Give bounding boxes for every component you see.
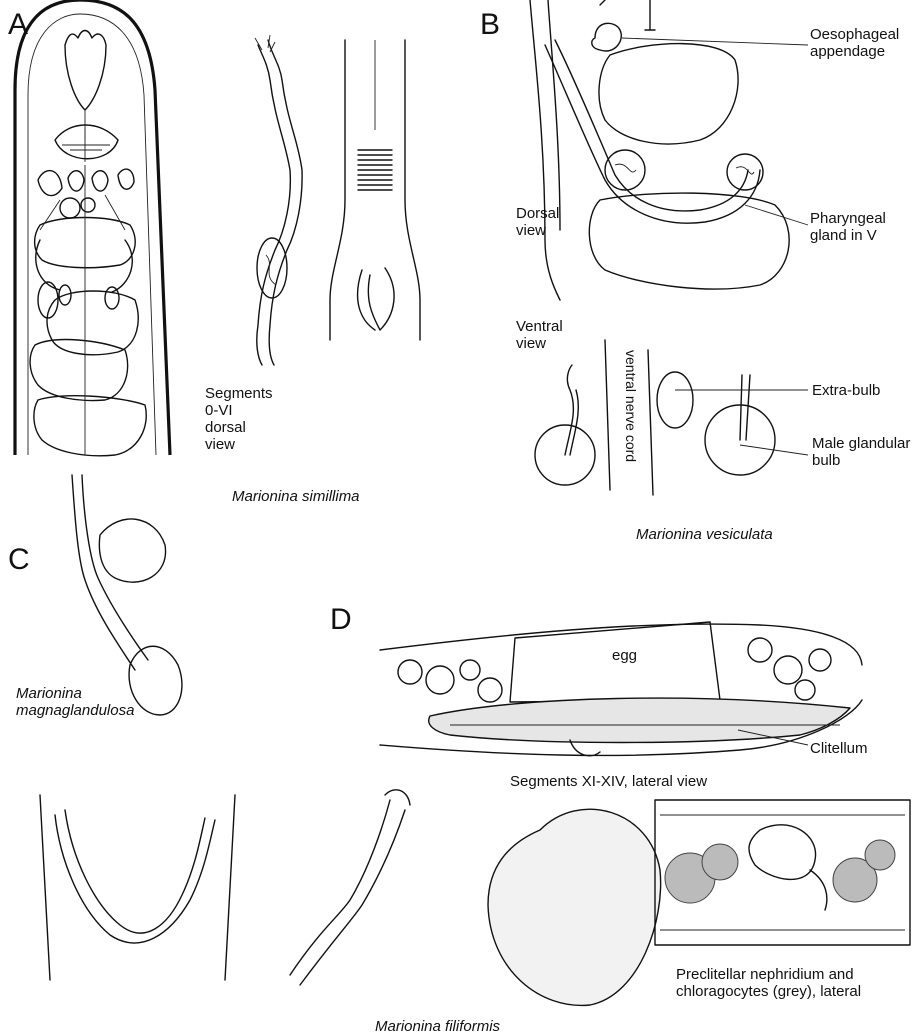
label-nephridium-line-2: chloragocytes (grey), lateral	[676, 983, 861, 1000]
panel-a-ventral-sketch	[330, 40, 420, 340]
species-name-simillima: Marionina simillima	[232, 488, 360, 505]
label-egg: egg	[612, 647, 637, 664]
filiformis-drawing-4	[655, 800, 910, 945]
panel-a-caption-line-3: dorsal	[205, 419, 246, 436]
panel-a-caption-line-4: view	[205, 436, 235, 453]
label-oesophageal-line-2: appendage	[810, 43, 885, 60]
panel-a-caption-line-2: 0-VI	[205, 402, 233, 419]
label-ventral-nerve-cord: ventral nerve cord	[622, 350, 639, 462]
panel-letter-d: D	[330, 605, 352, 635]
panel-letter-c: C	[8, 545, 30, 575]
panel-b-dorsal-drawing	[530, 0, 789, 300]
label-oesophageal-line-1: Oesophageal	[810, 26, 899, 43]
label-extra-bulb: Extra-bulb	[812, 382, 880, 399]
panel-letter-a: A	[8, 10, 28, 40]
species-name-filiformis: Marionina filiformis	[375, 1018, 500, 1035]
panel-c-drawing	[72, 475, 182, 715]
label-segments-lateral: Segments XI-XIV, lateral view	[510, 773, 707, 790]
label-dorsal-view-line-1: Dorsal	[516, 205, 559, 222]
label-ventral-view-line-1: Ventral	[516, 318, 563, 335]
species-name-magnaglandulosa-line-2: magnaglandulosa	[16, 702, 134, 719]
filiformis-drawing-3	[488, 809, 661, 1005]
panel-d-drawing	[380, 622, 862, 756]
label-dorsal-view-line-2: view	[516, 222, 546, 239]
species-name-magnaglandulosa-line-1: Marionina	[16, 685, 82, 702]
panel-a-worm-body	[15, 0, 170, 456]
label-ventral-view-line-2: view	[516, 335, 546, 352]
panel-b-ventral-drawing	[535, 340, 775, 495]
label-pharyngeal-line-2: gland in V	[810, 227, 877, 244]
panel-letter-b: B	[480, 10, 500, 40]
label-nephridium-line-1: Preclitellar nephridium and	[676, 966, 854, 983]
panel-a-spermatheca-sketch	[255, 35, 302, 365]
filiformis-drawing-1	[40, 795, 235, 980]
label-male-bulb-line-1: Male glandular	[812, 435, 910, 452]
panel-a-caption-line-1: Segments	[205, 385, 273, 402]
label-clitellum: Clitellum	[810, 740, 868, 757]
label-pharyngeal-line-1: Pharyngeal	[810, 210, 886, 227]
label-male-bulb-line-2: bulb	[812, 452, 840, 469]
filiformis-drawing-2	[290, 790, 410, 985]
species-name-vesiculata: Marionina vesiculata	[636, 526, 773, 543]
